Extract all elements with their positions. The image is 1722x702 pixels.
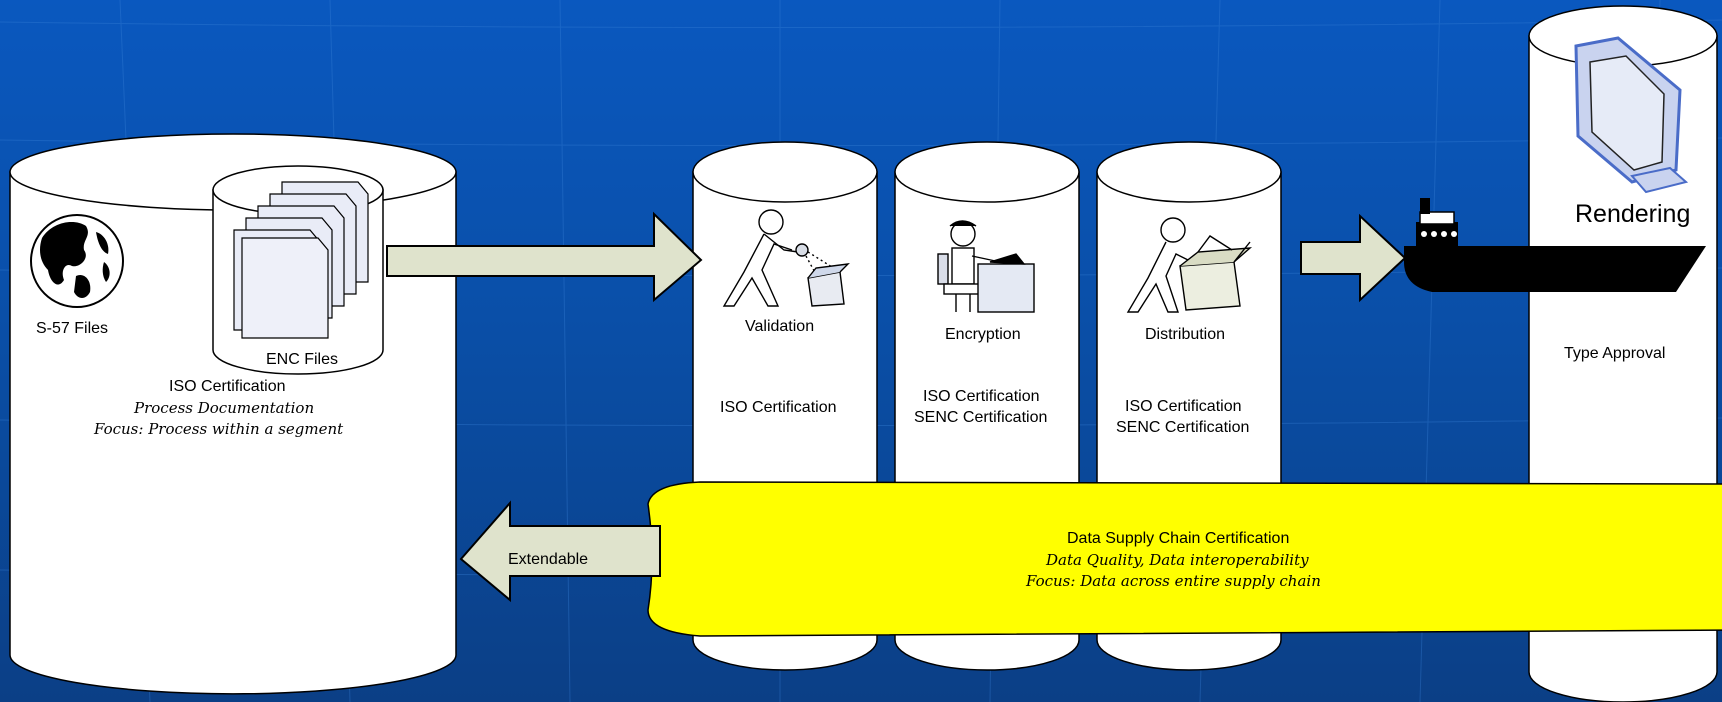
inspector-icon xyxy=(722,209,850,307)
arrow-to-validation xyxy=(386,211,703,303)
distribution-senc-certification: SENC Certification xyxy=(1116,419,1250,436)
validation-iso-certification: ISO Certification xyxy=(720,399,837,416)
left-iso-certification: ISO Certification xyxy=(169,378,286,395)
monitor-icon xyxy=(1574,36,1689,194)
enc-files-label: ENC Files xyxy=(266,351,339,368)
s57-files-label: S-57 Files xyxy=(36,320,109,337)
supply-chain-subtitle: Data Quality, Data interoperability xyxy=(1046,551,1309,569)
type-approval-label: Type Approval xyxy=(1564,345,1666,362)
encryption-senc-certification: SENC Certification xyxy=(914,409,1048,426)
process-focus-text: Focus: Process within a segment xyxy=(94,420,344,438)
rendering-label: Rendering xyxy=(1575,200,1691,228)
globe-icon xyxy=(30,214,124,308)
extendable-arrow xyxy=(459,500,661,603)
supply-chain-focus: Focus: Data across entire supply chain xyxy=(1026,572,1321,590)
process-documentation-text: Process Documentation xyxy=(134,399,315,417)
encryption-label: Encryption xyxy=(945,326,1021,343)
supply-chain-title: Data Supply Chain Certification xyxy=(1067,530,1290,547)
extendable-label: Extendable xyxy=(508,551,589,568)
worker-with-box-icon xyxy=(1126,217,1253,313)
encryption-iso-certification: ISO Certification xyxy=(923,388,1040,405)
arrow-to-ship xyxy=(1300,213,1407,303)
worker-at-desk-icon xyxy=(937,220,1035,313)
distribution-iso-certification: ISO Certification xyxy=(1125,398,1242,415)
file-stack-icon xyxy=(233,181,369,339)
ship-icon xyxy=(1404,198,1706,292)
validation-label: Validation xyxy=(745,318,815,335)
distribution-label: Distribution xyxy=(1145,326,1226,343)
